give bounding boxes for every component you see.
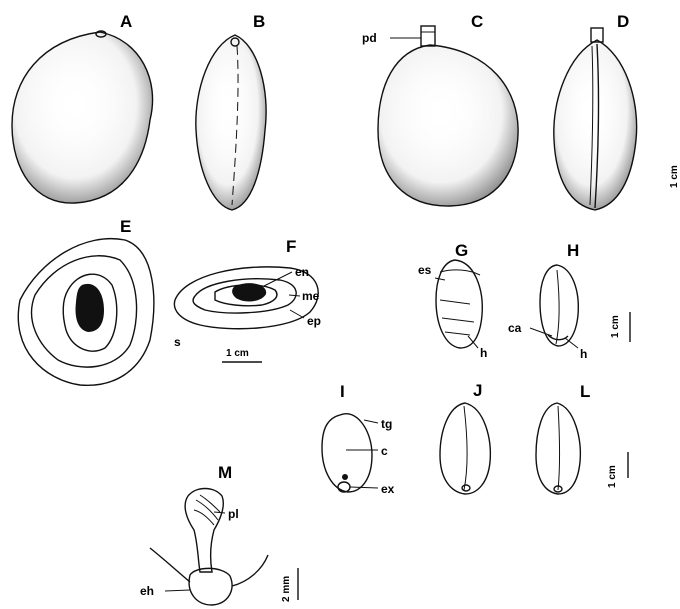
panel-letter-g: G	[455, 241, 468, 260]
label-ex: ex	[381, 482, 395, 496]
seed-i-drawing	[322, 414, 378, 492]
label-en: en	[295, 265, 309, 279]
scale-label-m: 2 mm	[281, 576, 292, 602]
label-h-h: h	[580, 347, 587, 361]
label-tg: tg	[381, 417, 392, 431]
label-eh: eh	[140, 584, 154, 598]
panel-letter-c: C	[471, 12, 483, 31]
panel-letter-d: D	[617, 12, 629, 31]
label-pl: pl	[228, 507, 239, 521]
seed-h-drawing	[530, 265, 578, 348]
label-es: es	[418, 263, 432, 277]
label-pd: pd	[362, 31, 377, 45]
panel-letter-f: F	[286, 237, 296, 256]
label-s: s	[174, 335, 181, 349]
label-me: me	[302, 289, 320, 303]
seed-b-drawing	[196, 35, 266, 210]
panel-letter-i: I	[340, 382, 345, 401]
panel-letter-h: H	[567, 241, 579, 260]
seedling-m-drawing	[150, 489, 268, 606]
panel-letter-j: J	[473, 381, 482, 400]
seed-g-drawing	[435, 260, 482, 348]
scale-label-jl: 1 cm	[607, 465, 618, 488]
scale-label-top-right: 1 cm	[669, 165, 680, 188]
label-h-g: h	[480, 346, 487, 360]
seed-c-drawing	[378, 26, 518, 206]
scale-label-gh: 1 cm	[610, 315, 621, 338]
scale-label-f: 1 cm	[226, 348, 249, 359]
label-c: c	[381, 444, 388, 458]
panel-letter-l: L	[580, 382, 590, 401]
seed-d-drawing	[554, 28, 637, 210]
fruit-section-e-drawing	[18, 239, 154, 386]
label-ep: ep	[307, 314, 321, 328]
seed-j-drawing	[440, 403, 490, 494]
panel-letter-b: B	[253, 12, 265, 31]
panel-letter-e: E	[120, 217, 131, 236]
seed-a-drawing	[12, 31, 153, 203]
seed-l-drawing	[536, 403, 580, 494]
panel-letter-a: A	[120, 12, 132, 31]
panel-letter-m: M	[218, 463, 232, 482]
label-ca: ca	[508, 321, 522, 335]
